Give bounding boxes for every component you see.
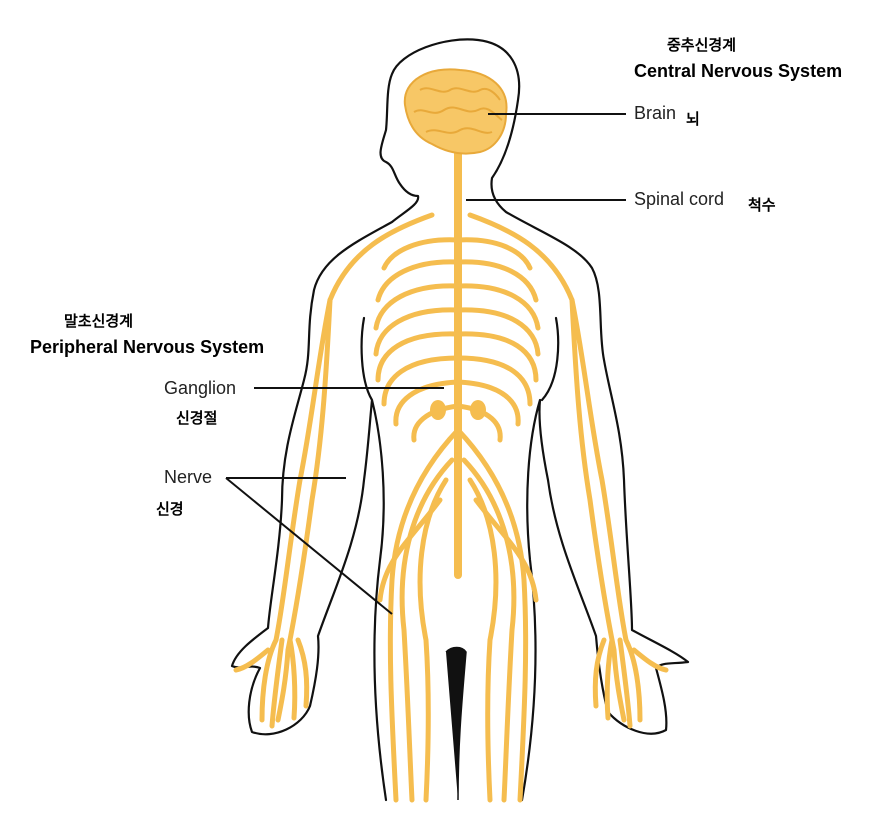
arm-nerves — [233, 212, 669, 729]
crotch-outline — [445, 646, 467, 801]
leader-lines — [225, 113, 626, 615]
spinal-cord-label-korean: 척수 — [748, 196, 776, 214]
ganglion — [470, 400, 486, 420]
nerve-label-korean: 신경 — [156, 500, 184, 518]
brain-label-korean: 뇌 — [686, 110, 700, 128]
brain-label: Brain — [634, 103, 677, 123]
rib-nerves — [373, 237, 541, 443]
brain — [403, 68, 508, 155]
pns-title-korean: 말초신경계 — [64, 312, 134, 330]
ganglion-label: Ganglion — [164, 378, 237, 398]
ganglion — [430, 400, 446, 420]
body-outline — [230, 38, 690, 802]
nerve-label: Nerve — [164, 467, 213, 487]
nerve-leader-leg — [225, 477, 393, 615]
cns-title-korean: 중추신경계 — [667, 36, 737, 54]
cns-title-english: Central Nervous System — [634, 61, 843, 81]
ganglion-label-korean: 신경절 — [176, 409, 218, 427]
spinal-cord-label: Spinal cord — [634, 189, 725, 209]
leg-nerves — [377, 427, 539, 803]
pns-title-english: Peripheral Nervous System — [30, 337, 265, 357]
